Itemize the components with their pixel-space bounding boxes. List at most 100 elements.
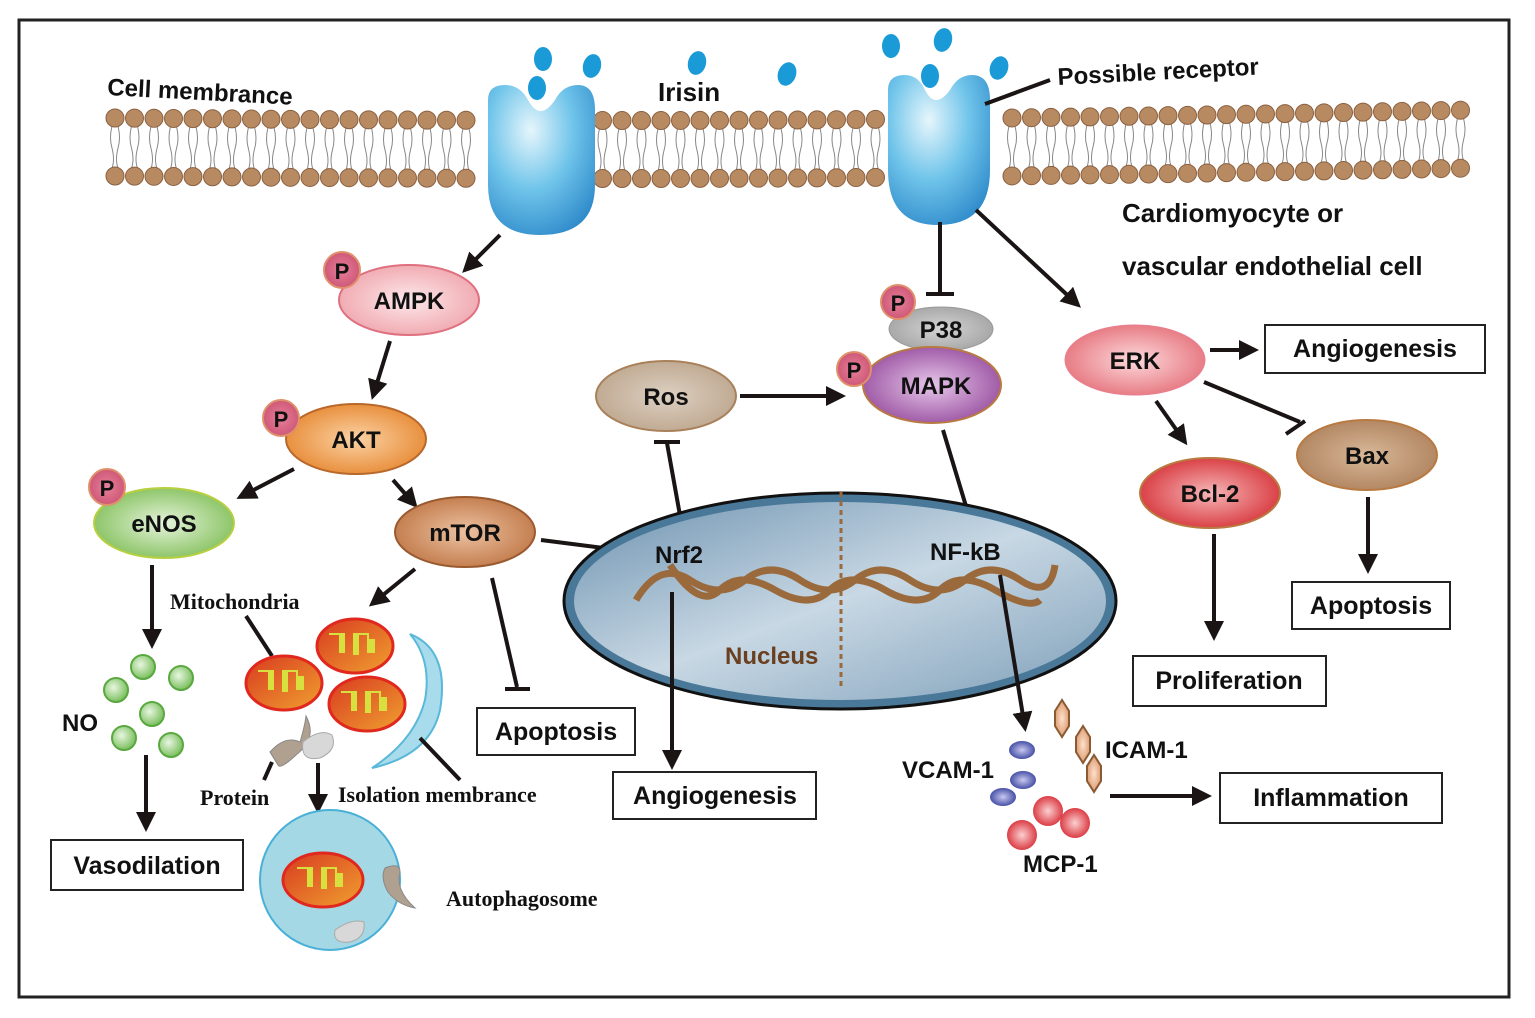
node-mapk: MAPK (862, 346, 1002, 424)
lipid-head (1002, 108, 1022, 128)
lipid-tail (383, 127, 393, 171)
lipid-head (1236, 104, 1256, 124)
protein-shape (302, 732, 334, 760)
irisin-molecule (534, 47, 552, 71)
inhibit-nrf2-to-ros (665, 442, 683, 522)
vcam-molecule (1009, 741, 1035, 759)
lipid-head (1061, 165, 1080, 185)
lipid-head (768, 168, 788, 188)
lipid-head (164, 166, 183, 186)
lipid-head (1080, 107, 1100, 127)
protein-shape (269, 714, 311, 767)
lipid-head (359, 110, 378, 130)
lipid-head (378, 110, 398, 130)
node-bax: Bax (1296, 419, 1438, 491)
node-erk: ERK (1064, 324, 1206, 396)
lipid-head (183, 167, 203, 187)
lipid-head (222, 167, 242, 187)
lipid-tail (1436, 118, 1446, 161)
lipid-head (242, 109, 261, 129)
mitochondria-label: Mitochondria (170, 589, 300, 614)
svg-text:AMPK: AMPK (374, 288, 445, 315)
no-molecule (130, 654, 156, 680)
lipid-tail (792, 127, 803, 171)
node-enos: eNOS (93, 487, 235, 559)
lipid-head (242, 167, 261, 187)
lipid-tail (422, 128, 432, 171)
arrow-mtor-to-mitochondria (368, 567, 417, 607)
lipid-tail (188, 126, 198, 169)
lipid-head (866, 109, 885, 129)
isolation-membrane-shape (371, 633, 443, 769)
protein-label: Protein (200, 785, 269, 810)
vcam-molecule (990, 788, 1016, 806)
lipid-tail (617, 128, 627, 171)
lipid-tail (1163, 123, 1173, 166)
lipid-head (300, 109, 320, 129)
no-label: NO (62, 710, 98, 737)
lipid-head (398, 168, 417, 188)
lipid-tail (1026, 125, 1037, 168)
lipid-head (1139, 164, 1158, 184)
lipid-head (612, 169, 632, 189)
icam-molecule (1054, 698, 1070, 739)
outcome-inflammation: Inflammation (1219, 772, 1443, 824)
svg-text:AKT: AKT (331, 427, 381, 454)
svg-text:Bcl-2: Bcl-2 (1181, 481, 1240, 508)
arrow-receptor-to-ampk (462, 233, 502, 273)
lipid-head (749, 168, 768, 188)
phospho-badge-enos: P (88, 468, 126, 506)
lipid-head (1100, 165, 1119, 185)
lipid-head (183, 109, 203, 129)
lipid-head (456, 110, 476, 130)
lipid-head (1451, 100, 1470, 120)
lipid-head (827, 110, 846, 130)
lipid-head (359, 168, 378, 188)
lipid-head (690, 168, 710, 188)
lipid-head (612, 111, 632, 131)
lipid-head (651, 110, 671, 130)
lipid-head (320, 168, 339, 188)
autophagosome (259, 809, 417, 951)
lipid-head (710, 110, 729, 130)
vcam-label: VCAM-1 (902, 757, 994, 784)
lipid-head (710, 168, 729, 188)
svg-text:Vasodilation: Vasodilation (73, 852, 220, 880)
lipid-head (456, 168, 476, 188)
irisin-molecule (882, 34, 900, 58)
lipid-head (1139, 106, 1158, 126)
lipid-head (1295, 103, 1314, 123)
lipid-tail (695, 128, 705, 171)
lipid-tail (1202, 122, 1212, 166)
cell-type-label-line1: Cardiomyocyte or (1122, 198, 1343, 228)
isolation-membrane-pointer (418, 736, 462, 782)
lipid-head (807, 168, 827, 188)
node-ampk: AMPK (338, 264, 480, 336)
lipid-tail (129, 126, 140, 169)
node-nfkb: NF-kB (930, 539, 1001, 566)
lipid-head (1314, 161, 1334, 181)
lipid-head (1334, 160, 1353, 180)
lipid-head (1119, 106, 1139, 126)
lipid-head (671, 168, 690, 188)
lipid-head (788, 168, 807, 188)
lipid-tail (441, 128, 452, 171)
phospho-badge-p38: P (880, 284, 916, 320)
lipid-tail (285, 127, 296, 170)
lipid-head (203, 109, 222, 129)
lipid-head (1197, 163, 1217, 183)
lipid-head (203, 167, 222, 187)
vcam-molecule (1010, 771, 1036, 789)
lipid-tail (1455, 118, 1466, 161)
lipid-head (281, 109, 300, 129)
lipid-tail (1260, 121, 1271, 165)
lipid-head (1353, 102, 1373, 122)
lipid-tail (1143, 123, 1154, 167)
no-molecule (103, 677, 129, 703)
lipid-head (398, 110, 417, 130)
lipid-tail (461, 128, 471, 171)
icam-molecules (1054, 698, 1102, 794)
lipid-head (144, 166, 164, 186)
lipid-head (827, 168, 846, 188)
dna-helix (667, 563, 1043, 607)
